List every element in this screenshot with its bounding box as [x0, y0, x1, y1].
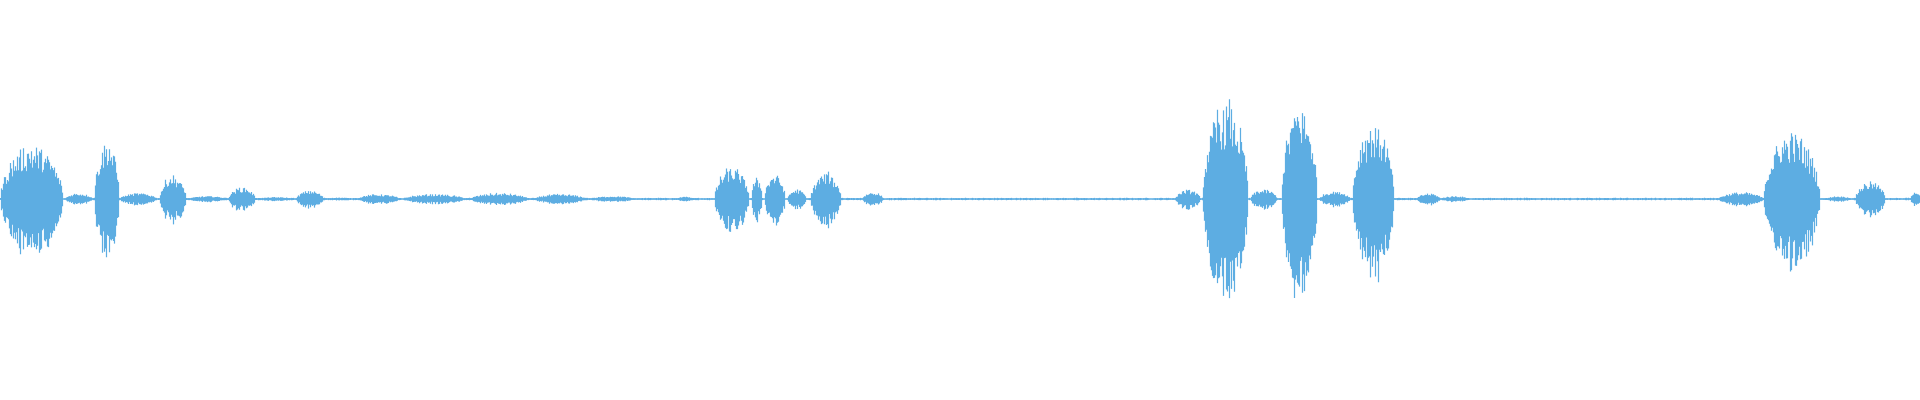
waveform-bars: [0, 99, 1920, 299]
waveform-path: [0, 99, 1920, 299]
